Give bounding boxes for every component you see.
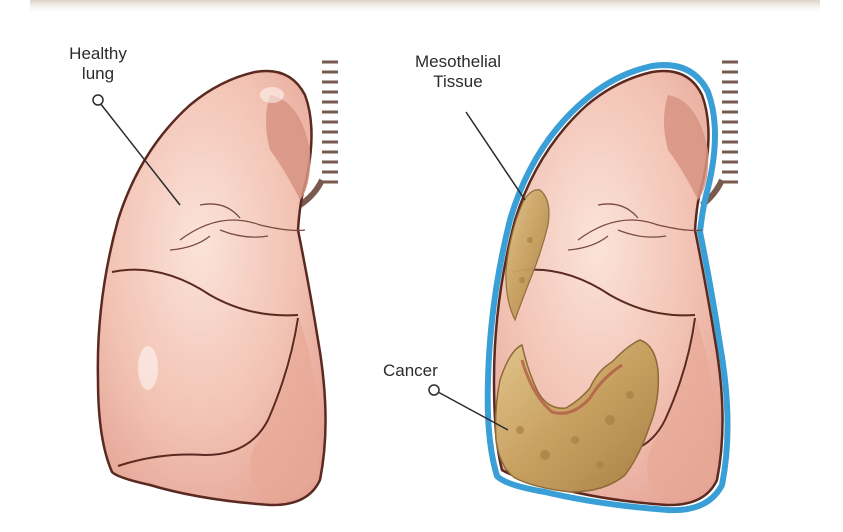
meso-label-line1: Mesothelial (398, 52, 518, 72)
highlight-left-2 (260, 87, 284, 103)
affected-lung (429, 62, 738, 510)
mesothelial-tissue-label: Mesothelial Tissue (398, 52, 518, 92)
cancer-label: Cancer (383, 361, 463, 381)
healthy-label-line2: lung (58, 64, 138, 84)
healthy-lung-label: Healthy lung (58, 44, 138, 84)
top-band (30, 0, 820, 14)
callout-mesothelial (466, 112, 525, 200)
healthy-label-line1: Healthy (58, 44, 138, 64)
highlight-left-1 (138, 346, 158, 390)
meso-label-line2: Tissue (398, 72, 518, 92)
healthy-lung (93, 62, 338, 505)
